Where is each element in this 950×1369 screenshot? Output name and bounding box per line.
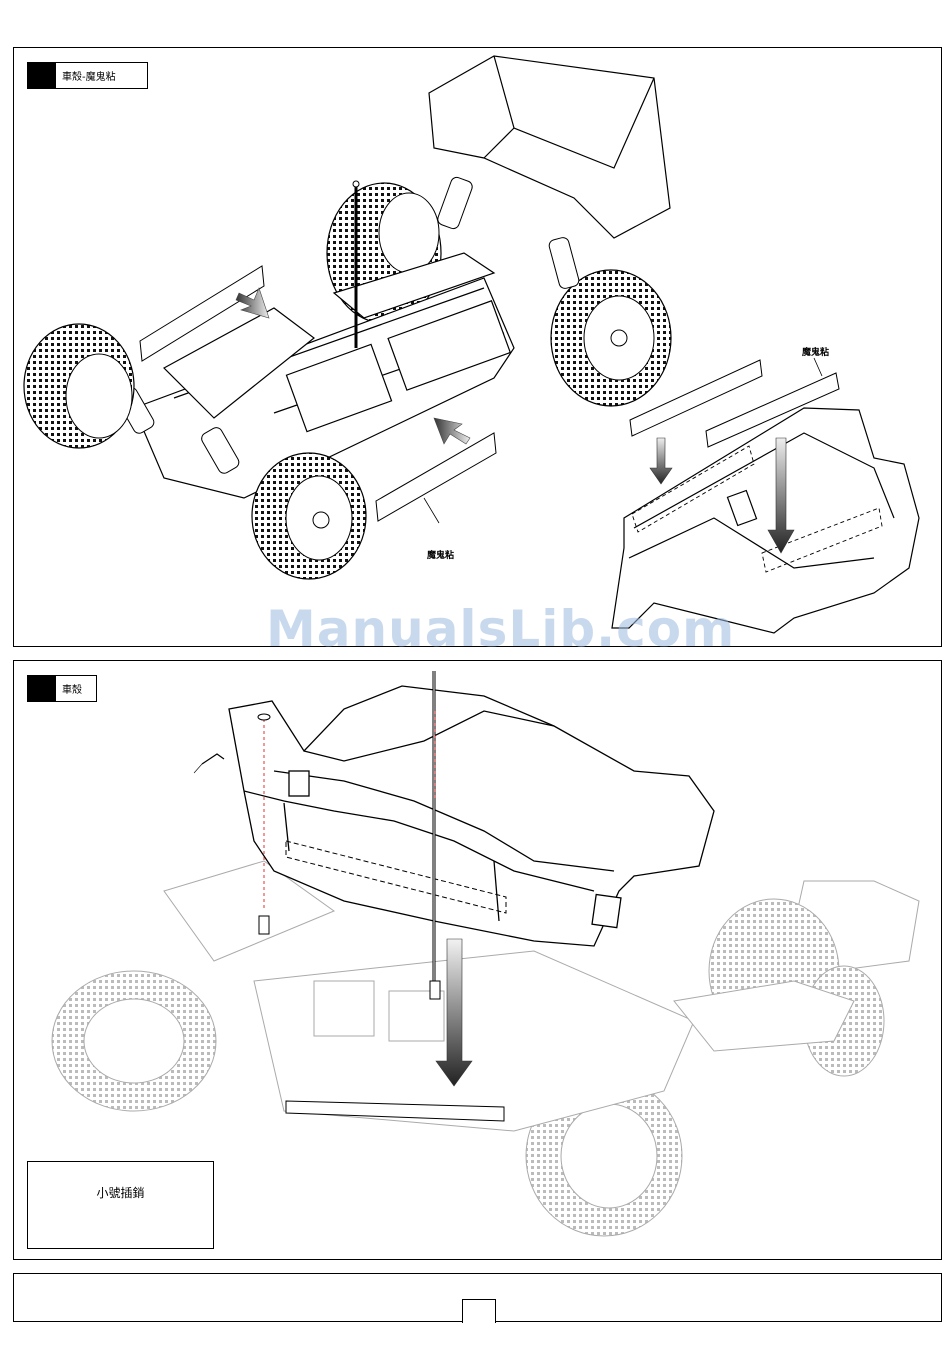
rear-wing xyxy=(429,56,670,238)
step-panel-body: 車殼 xyxy=(13,660,942,1260)
wheel-front-right xyxy=(252,453,366,579)
watermark: ManualsLib.com xyxy=(266,600,735,658)
step-panel-velcro: 車殼-魔鬼粘 xyxy=(13,47,942,647)
arrow-right-in xyxy=(434,418,470,444)
body-post xyxy=(259,916,269,934)
velcro-label-bottom: 魔鬼粘 xyxy=(427,548,454,561)
arrow-down-shell-left xyxy=(650,438,672,484)
wheel-rear-right xyxy=(551,270,671,406)
velcro-strip-right xyxy=(376,433,496,521)
inset-label: 小號插銷 xyxy=(28,1184,213,1201)
page-number-tab xyxy=(462,1299,496,1323)
body-clip xyxy=(202,754,224,764)
velcro-label-right: 魔鬼粘 xyxy=(802,345,829,358)
page-footer xyxy=(13,1273,942,1322)
clip-inset-box: 小號插銷 xyxy=(27,1161,214,1249)
wheel-front-left xyxy=(24,324,134,448)
